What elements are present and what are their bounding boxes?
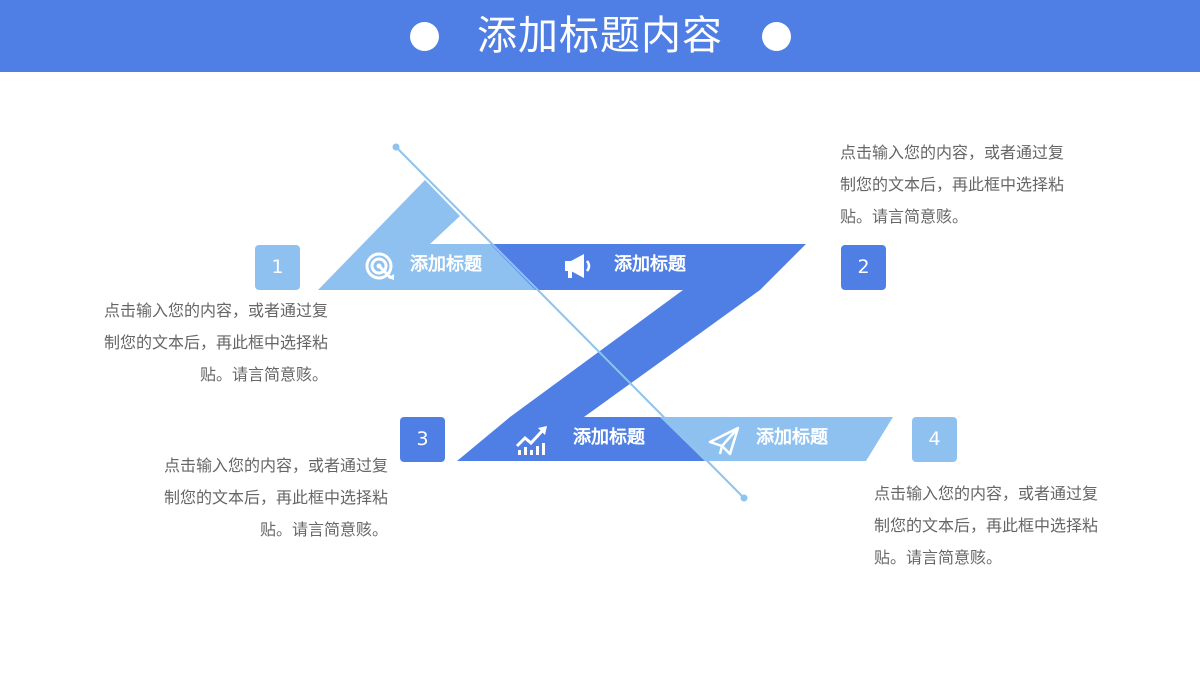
header-bar: 添加标题内容 xyxy=(0,0,1200,72)
description-line: 贴。请言简意赅。 xyxy=(874,548,1003,567)
step-label-4: 添加标题 xyxy=(756,427,828,448)
diagonal-band xyxy=(510,290,760,417)
step-number-2: 2 xyxy=(841,245,886,290)
step-label-3: 添加标题 xyxy=(573,427,645,448)
page-title: 添加标题内容 xyxy=(477,13,723,59)
growth-chart-icon xyxy=(515,426,547,455)
top-band-dark xyxy=(490,244,806,290)
diagonal-line xyxy=(395,146,745,499)
paper-plane-icon xyxy=(708,426,740,456)
left-dot-icon xyxy=(410,22,439,51)
bottom-band-light xyxy=(660,417,893,461)
step-label-1: 添加标题 xyxy=(410,254,482,275)
step-number-1: 1 xyxy=(255,245,300,290)
description-line: 贴。请言简意赅。 xyxy=(199,365,328,384)
description-4: 点击输入您的内容，或者通过复 制您的文本后，再此框中选择粘 贴。请言简意赅。 xyxy=(874,478,1144,574)
description-2: 点击输入您的内容，或者通过复 制您的文本后，再此框中选择粘 贴。请言简意赅。 xyxy=(840,137,1110,233)
description-line: 制您的文本后，再此框中选择粘 xyxy=(874,516,1099,535)
description-line: 贴。请言简意赅。 xyxy=(840,207,969,226)
description-1: 点击输入您的内容，或者通过复 制您的文本后，再此框中选择粘 贴。请言简意赅。 xyxy=(60,295,328,391)
description-3: 点击输入您的内容，或者通过复 制您的文本后，再此框中选择粘 贴。请言简意赅。 xyxy=(120,450,388,546)
description-line: 点击输入您的内容，或者通过复 xyxy=(874,484,1099,503)
line-end-dot xyxy=(740,494,748,502)
description-line: 制您的文本后，再此框中选择粘 xyxy=(840,175,1065,194)
step-number-4: 4 xyxy=(912,417,957,462)
step-number-3: 3 xyxy=(400,417,445,462)
megaphone-icon xyxy=(565,254,591,278)
description-line: 贴。请言简意赅。 xyxy=(259,520,388,539)
description-line: 制您的文本后，再此框中选择粘 xyxy=(163,488,388,507)
line-start-dot xyxy=(392,143,400,151)
description-line: 点击输入您的内容，或者通过复 xyxy=(840,143,1065,162)
description-line: 制您的文本后，再此框中选择粘 xyxy=(103,333,328,352)
right-dot-icon xyxy=(762,22,791,51)
description-line: 点击输入您的内容，或者通过复 xyxy=(163,456,388,475)
target-icon xyxy=(365,252,394,280)
step-label-2: 添加标题 xyxy=(614,254,686,275)
description-line: 点击输入您的内容，或者通过复 xyxy=(103,301,328,320)
